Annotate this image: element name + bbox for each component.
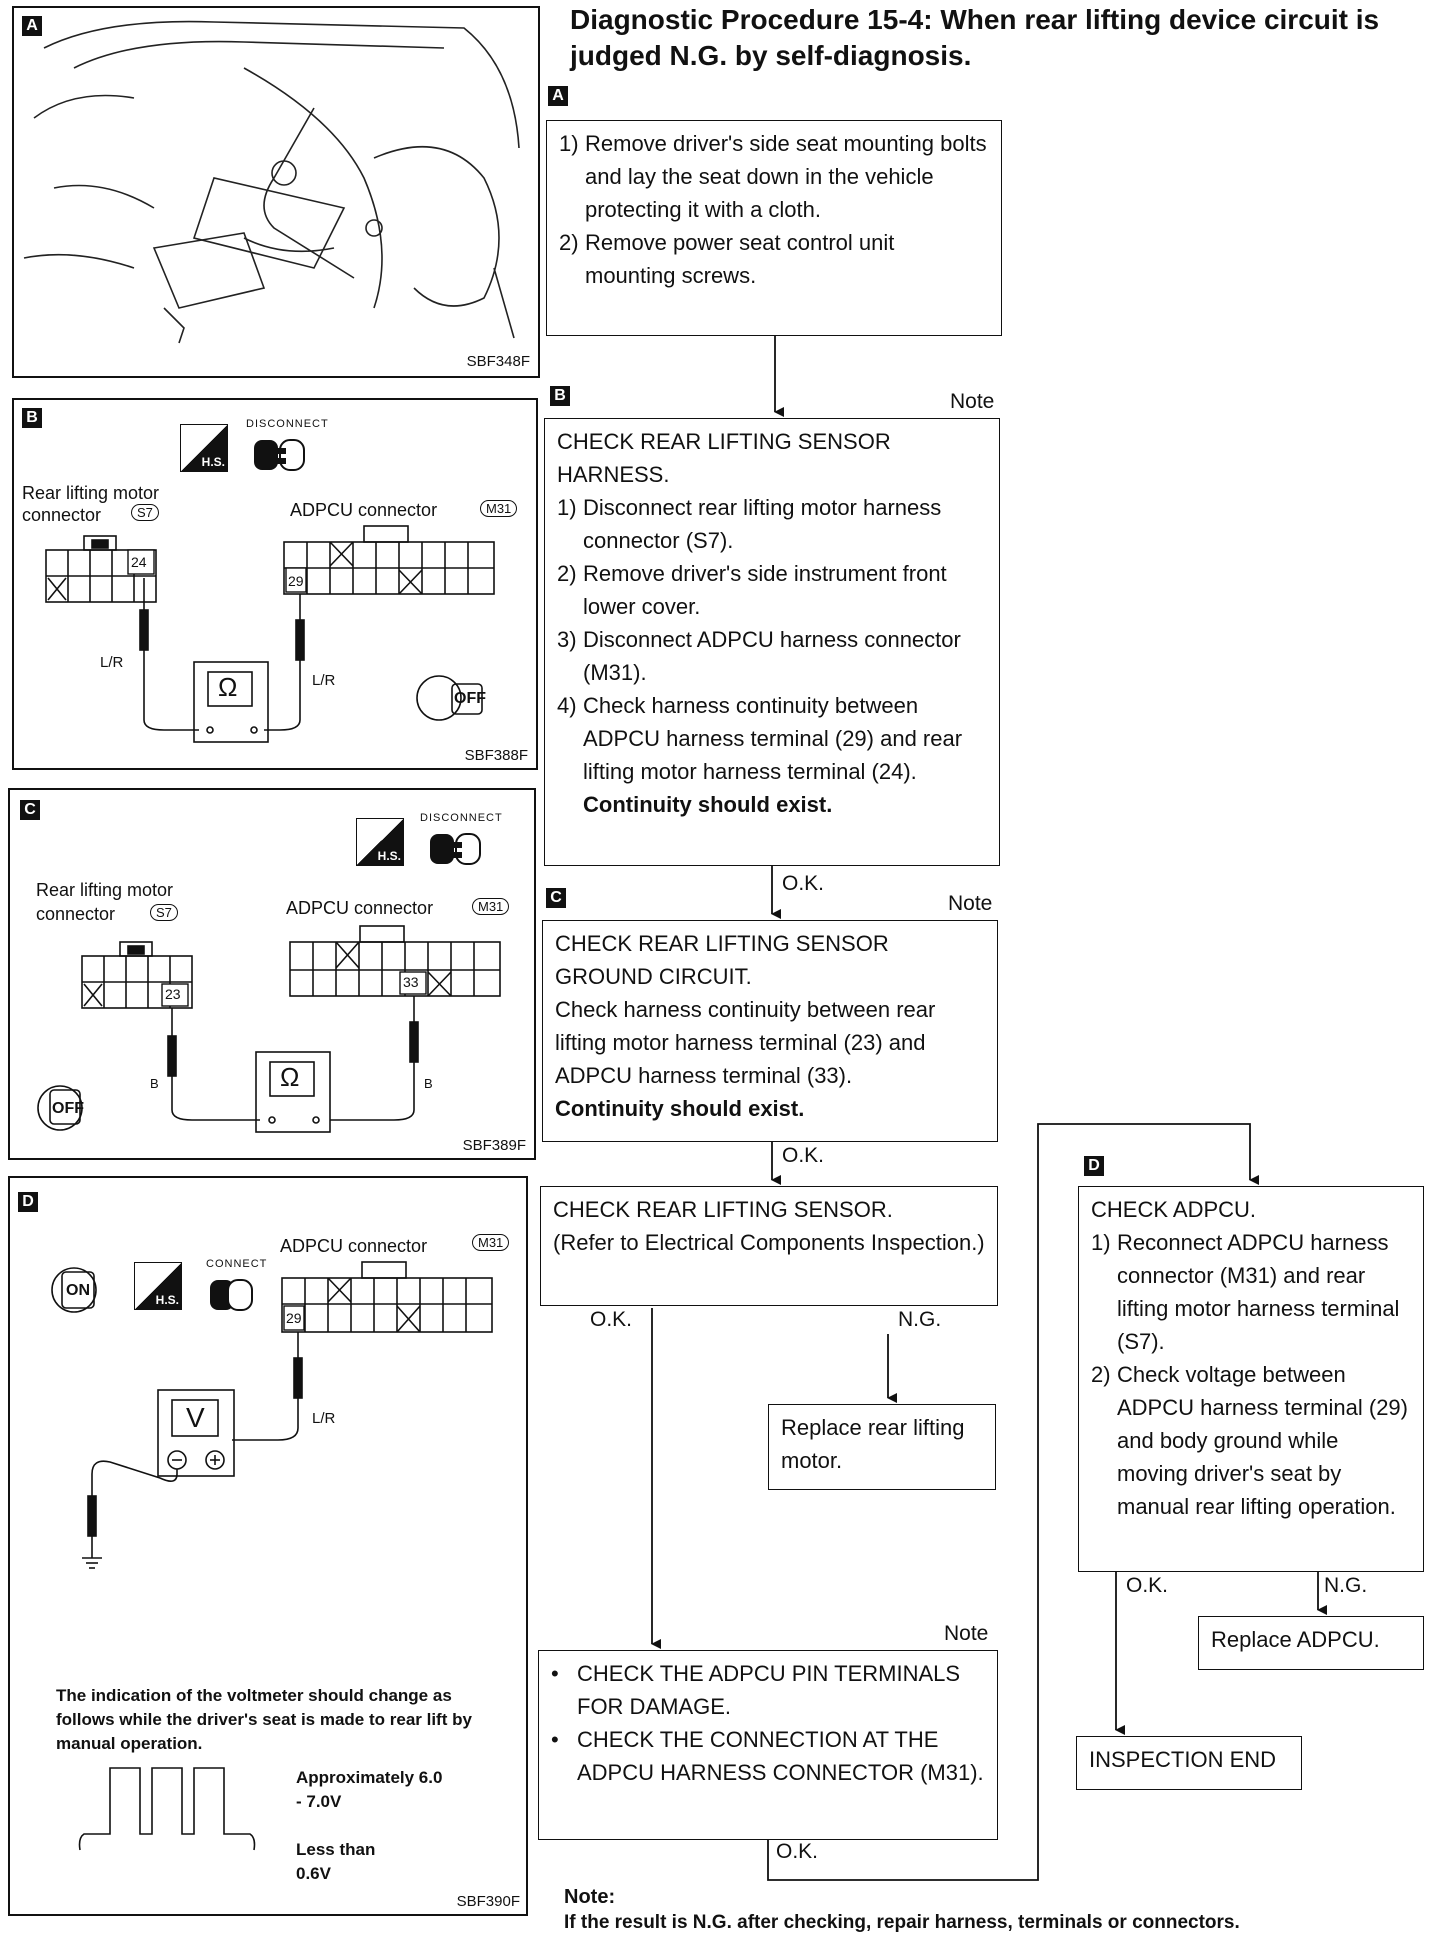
harness-side-icon: H.S. (134, 1262, 182, 1310)
flow-ng-sensor: N.G. (898, 1308, 942, 1331)
figure-b-tag: B (22, 408, 42, 428)
adpcu-connector-code: M31 (480, 500, 518, 517)
replace-motor-box: Replace rear lifting motor. (768, 1404, 996, 1490)
figure-a-code: SBF348F (466, 353, 530, 370)
footer-note-text: If the result is N.G. after checking, re… (564, 1912, 1240, 1933)
ohmmeter-symbol: Ω (280, 1062, 300, 1092)
key-on-label: ON (66, 1282, 90, 1299)
wire-color-right: L/R (312, 672, 336, 689)
flow-ok-b: O.K. (782, 872, 825, 895)
ohmmeter-symbol: Ω (218, 672, 238, 702)
step-b-result: Continuity should exist. (583, 792, 833, 817)
step-a-item-1: 1)Remove driver's side seat mounting bol… (559, 131, 987, 222)
wire-color-left: B (150, 1076, 159, 1091)
step-a-box: 1)Remove driver's side seat mounting bol… (546, 120, 1002, 336)
step-c-box: CHECK REAR LIFTING SENSOR GROUND CIRCUIT… (542, 920, 998, 1142)
step-d-item-1: 1)Reconnect ADPCU harness connector (M31… (1091, 1230, 1400, 1354)
voltmeter-caption: The indication of the voltmeter should c… (56, 1686, 472, 1753)
figure-b: B H.S. DISCONNECT Rear lifting motor con… (12, 398, 538, 770)
figure-a: A SBF348F (12, 6, 540, 378)
flow-ok-sensor: O.K. (590, 1308, 633, 1331)
key-off-label: OFF (454, 690, 486, 707)
step-a-tag: A (548, 86, 568, 106)
seat-control-unit-illustration (23, 20, 520, 344)
step-c-note: Note (948, 892, 993, 915)
step-d-item-2: 2)Check voltage between ADPCU harness te… (1091, 1362, 1408, 1519)
figure-d-tag: D (18, 1192, 38, 1212)
figure-b-code: SBF388F (464, 747, 528, 764)
flow-ng-d: N.G. (1324, 1574, 1368, 1597)
pin-adpcu: 29 (288, 573, 304, 589)
connect-label: CONNECT (206, 1258, 268, 1270)
step-b-box: CHECK REAR LIFTING SENSOR HARNESS. 1)Dis… (544, 418, 1000, 866)
figure-c: C H.S. DISCONNECT Rear lifting motor con… (8, 788, 536, 1160)
step-c-heading: CHECK REAR LIFTING SENSOR GROUND CIRCUIT… (555, 931, 889, 989)
step-c-result: Continuity should exist. (555, 1096, 805, 1121)
adpcu-connector-code: M31 (472, 1234, 510, 1251)
disconnect-label: DISCONNECT (246, 418, 329, 430)
adpcu-connector-code: M31 (472, 898, 510, 915)
step-b-item-3: 3)Disconnect ADPCU harness connector (M3… (557, 627, 961, 685)
pins-item-1: •CHECK THE ADPCU PIN TERMINALS FOR DAMAG… (551, 1661, 961, 1719)
footer-note-label: Note: (564, 1886, 616, 1908)
harness-side-icon: H.S. (356, 818, 404, 866)
step-b-item-2: 2)Remove driver's side instrument front … (557, 561, 947, 619)
step-b-item-1: 1)Disconnect rear lifting motor harness … (557, 495, 942, 553)
figure-d-code: SBF390F (456, 1893, 520, 1910)
motor-connector-label: Rear lifting motor connector (36, 880, 174, 924)
disconnect-connector-icon (430, 833, 481, 865)
low-voltage-label: Less than 0.6V (296, 1840, 376, 1883)
step-c-tag: C (546, 888, 566, 908)
pin-motor: 24 (131, 554, 147, 570)
step-d-box: CHECK ADPCU. 1)Reconnect ADPCU harness c… (1078, 1186, 1424, 1572)
step-d-tag: D (1084, 1156, 1104, 1176)
wire-color-right: B (424, 1076, 433, 1091)
disconnect-label: DISCONNECT (420, 812, 503, 824)
adpcu-connector-label: ADPCU connector (290, 500, 438, 520)
replace-adpcu-box: Replace ADPCU. (1198, 1616, 1424, 1670)
harness-side-icon: H.S. (180, 424, 228, 472)
check-sensor-box: CHECK REAR LIFTING SENSOR. (Refer to Ele… (540, 1186, 998, 1306)
step-d-heading: CHECK ADPCU. (1091, 1197, 1257, 1222)
adpcu-connector-label: ADPCU connector (286, 898, 434, 918)
check-sensor-body: (Refer to Electrical Components Inspecti… (553, 1230, 985, 1255)
figure-c-tag: C (20, 800, 40, 820)
pins-item-2: •CHECK THE CONNECTION AT THE ADPCU HARNE… (551, 1727, 984, 1785)
circuit-diagram-c (37, 925, 501, 1133)
circuit-diagram-d (51, 1261, 493, 1851)
key-off-label: OFF (52, 1100, 84, 1117)
pins-box: •CHECK THE ADPCU PIN TERMINALS FOR DAMAG… (538, 1650, 998, 1840)
check-sensor-heading: CHECK REAR LIFTING SENSOR. (553, 1197, 893, 1222)
high-voltage-label: Approximately 6.0 - 7.0V (296, 1768, 443, 1811)
figure-d: D ADPCU connector M31 H.S. CONNECT (8, 1176, 528, 1916)
adpcu-connector-label: ADPCU connector (280, 1236, 428, 1256)
page-title: Diagnostic Procedure 15-4: When rear lif… (570, 4, 1380, 71)
disconnect-connector-icon (254, 439, 305, 471)
motor-connector-code: S7 (131, 504, 159, 521)
flow-ok-pins: O.K. (776, 1840, 819, 1863)
wire-color: L/R (312, 1410, 336, 1427)
step-b-tag: B (550, 386, 570, 406)
motor-connector-label: Rear lifting motor connector (22, 483, 160, 525)
figure-a-tag: A (22, 16, 42, 36)
pins-note: Note (944, 1622, 989, 1645)
connect-connector-icon (210, 1279, 253, 1311)
pin-motor: 23 (165, 986, 181, 1002)
step-b-heading: CHECK REAR LIFTING SENSOR HARNESS. (557, 429, 891, 487)
voltmeter-symbol: V (186, 1402, 205, 1433)
step-b-item-4: 4)Check harness continuity between ADPCU… (557, 693, 963, 784)
circuit-diagram-b (45, 525, 495, 743)
figure-c-code: SBF389F (462, 1137, 526, 1154)
wire-color-left: L/R (100, 654, 124, 671)
motor-connector-code: S7 (150, 904, 178, 921)
step-c-body: Check harness continuity between rear li… (555, 997, 936, 1088)
flow-ok-d: O.K. (1126, 1574, 1169, 1597)
step-a-item-2: 2)Remove power seat control unit mountin… (559, 230, 895, 288)
inspection-end-box: INSPECTION END (1076, 1736, 1302, 1790)
step-b-note: Note (950, 390, 995, 413)
pin-adpcu: 33 (403, 974, 419, 990)
flow-ok-c: O.K. (782, 1144, 825, 1167)
pin-adpcu: 29 (286, 1310, 302, 1326)
